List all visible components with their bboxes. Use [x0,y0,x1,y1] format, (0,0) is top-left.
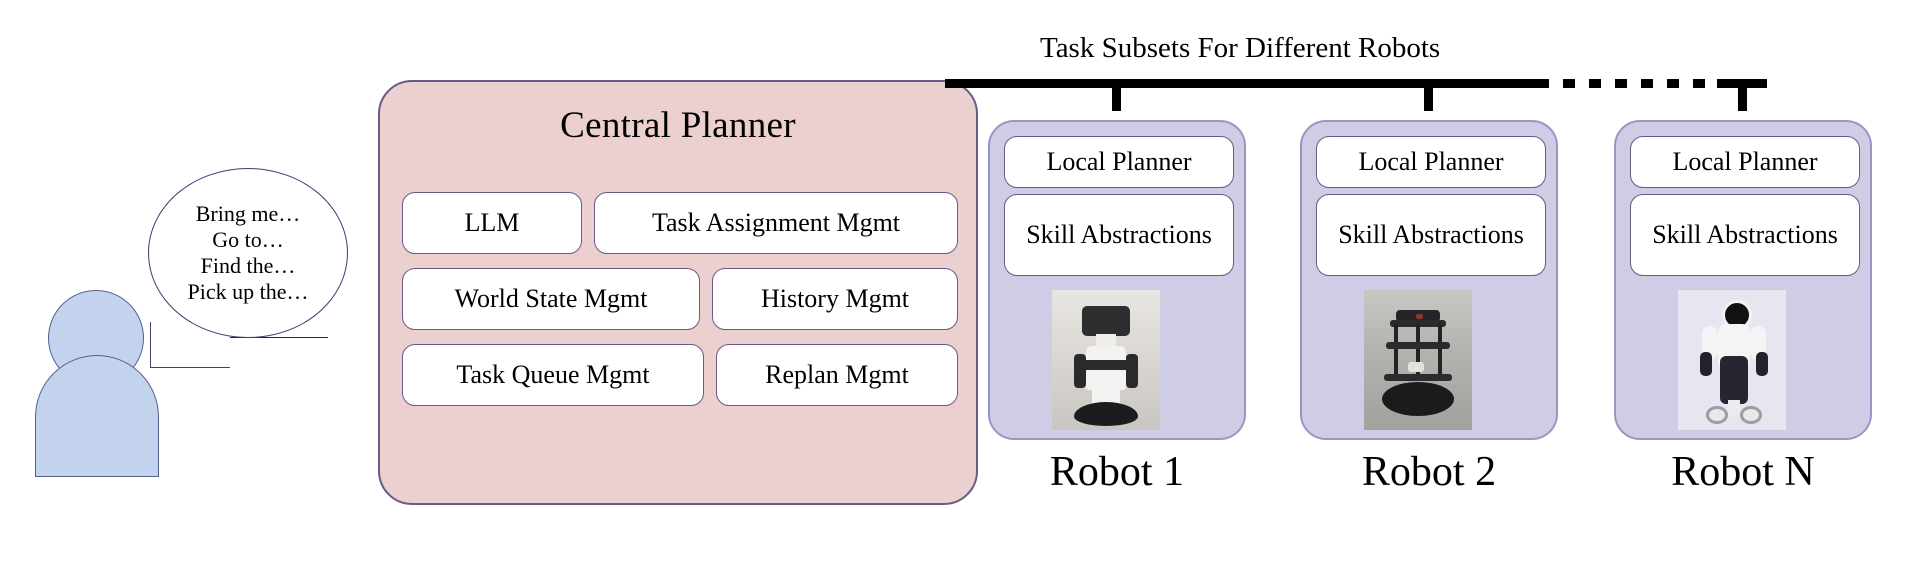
central-planner-module-grid: LLM Task Assignment Mgmt World State Mgm… [402,192,958,406]
robot-n-photo [1678,290,1786,430]
robot-neck [1096,334,1116,348]
robot-mobile-base [1382,382,1454,416]
bus-line-dotted [1537,79,1717,88]
user-speech-bubble: Bring me… Go to… Find the… Pick up the… [148,168,348,338]
central-planner-title: Central Planner [560,105,796,146]
module-replan-mgmt[interactable]: Replan Mgmt [716,344,958,406]
robot-1-local-planner[interactable]: Local Planner [1004,136,1234,188]
robot-n-skill-abstractions[interactable]: Skill Abstractions [1630,194,1860,276]
robot-standoff-left [1394,324,1398,376]
bus-line-solid [945,79,1537,88]
robot-forearm-right [1756,352,1768,376]
robot-plate-middle [1386,342,1450,349]
robot-shoulder-right [1750,326,1766,360]
robot-standoff-right [1438,324,1442,376]
module-world-state-mgmt[interactable]: World State Mgmt [402,268,700,330]
bus-drop-robot-2 [1424,79,1433,111]
robot-head-screen [1082,306,1130,336]
module-task-queue-mgmt[interactable]: Task Queue Mgmt [402,344,704,406]
robot-mobile-base [1074,402,1138,426]
robot-2-label: Robot 2 [1361,449,1497,495]
robot-wheel-left [1706,406,1728,424]
robot-plate-bottom [1384,374,1452,381]
robot-panel-n: Local Planner Skill Abstractions [1614,120,1872,440]
bus-drop-robot-n [1738,79,1747,111]
user-to-planner-connector [228,337,328,338]
robot-1-label: Robot 1 [1049,449,1185,495]
speech-line: Pick up the… [187,279,309,304]
robot-1-skill-abstractions[interactable]: Skill Abstractions [1004,194,1234,276]
robot-2-local-planner[interactable]: Local Planner [1316,136,1546,188]
module-llm[interactable]: LLM [402,192,582,254]
module-task-assignment-mgmt[interactable]: Task Assignment Mgmt [594,192,958,254]
bus-label: Task Subsets For Different Robots [1040,32,1441,64]
speech-line: Find the… [200,253,296,278]
robot-arm-right [1126,354,1138,388]
robot-shoulder-left [1702,326,1718,360]
robot-wheel-right [1740,406,1762,424]
robot-plate-top [1390,320,1446,327]
speech-line: Bring me… [195,201,301,226]
robot-2-photo [1364,290,1472,430]
robot-panel-1: Local Planner Skill Abstractions [988,120,1246,440]
robot-lower-body [1720,356,1748,404]
robot-belt [1086,360,1126,370]
robot-standoff-center [1416,324,1420,376]
robot-1-photo [1052,290,1160,430]
bus-drop-robot-1 [1112,79,1121,111]
module-history-mgmt[interactable]: History Mgmt [712,268,958,330]
robot-n-label: Robot N [1671,449,1815,495]
robot-payload [1408,362,1424,372]
robot-panel-2: Local Planner Skill Abstractions [1300,120,1558,440]
robot-n-local-planner[interactable]: Local Planner [1630,136,1860,188]
robot-base-stem [1728,400,1740,416]
speech-line: Go to… [212,227,284,252]
person-body-icon [35,355,159,477]
robot-indicator-light [1416,314,1423,319]
robot-lower-body [1092,388,1120,406]
robot-arm-left [1074,354,1086,388]
central-planner-panel: Central Planner LLM Task Assignment Mgmt… [378,80,978,505]
robot-2-skill-abstractions[interactable]: Skill Abstractions [1316,194,1546,276]
robot-forearm-left [1700,352,1712,376]
